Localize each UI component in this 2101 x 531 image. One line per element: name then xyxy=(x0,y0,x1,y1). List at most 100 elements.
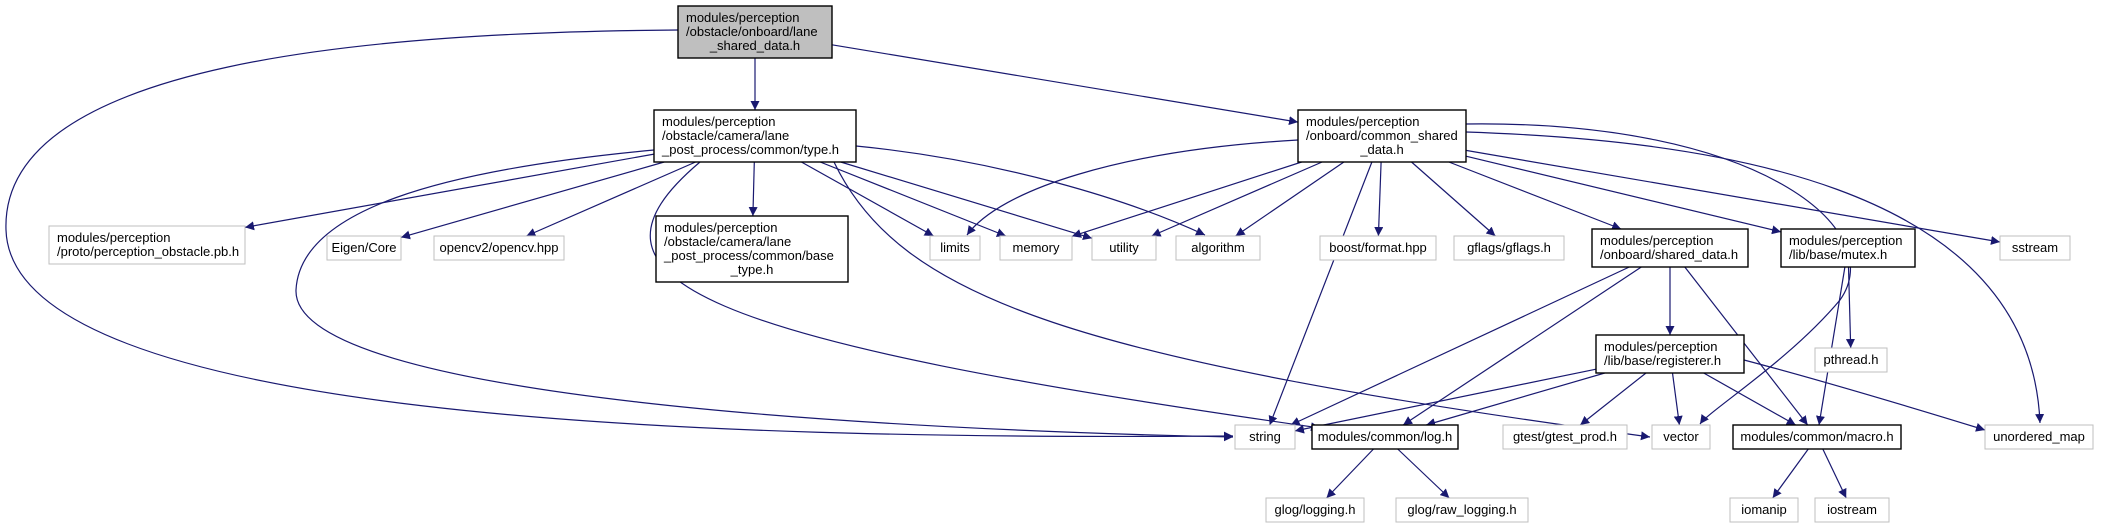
node-box xyxy=(1814,497,1890,523)
node-base-type-h[interactable]: modules/perception/obstacle/camera/lane _… xyxy=(655,215,849,283)
edge-common-shared-data-h-to-onboard-shared-data-h xyxy=(1448,161,1622,230)
edge-lib-base-mutex-h-to-pthread-h xyxy=(1845,266,1855,349)
node-label-line: _shared_data.h xyxy=(709,38,800,53)
node-lane-common-type-h[interactable]: modules/perception/obstacle/camera/lane_… xyxy=(653,109,857,163)
node-box xyxy=(48,225,246,265)
node-label-line: modules/perception xyxy=(662,114,775,129)
node-label-line: gtest/gtest_prod.h xyxy=(1513,429,1617,444)
node-label-line: modules/perception xyxy=(1306,114,1419,129)
edge-common-log-h-to-glog-logging-h xyxy=(1326,448,1374,499)
node-label-line: vector xyxy=(1663,429,1699,444)
node-box xyxy=(1780,228,1916,268)
node-glog-logging-h: glog/logging.h xyxy=(1265,497,1365,523)
node-lib-base-mutex-h[interactable]: modules/perception/lib/base/mutex.h xyxy=(1780,228,1916,268)
edge-common-shared-data-h-to-vector xyxy=(1465,123,1851,425)
node-label-line: modules/perception xyxy=(57,230,170,245)
node-label-line: /obstacle/camera/lane xyxy=(664,234,791,249)
edge-common-shared-data-h-to-utility xyxy=(1151,161,1323,237)
node-label-line: _type.h xyxy=(730,262,774,277)
edge-lane-common-type-h-to-common-log-h xyxy=(649,161,1321,432)
node-box xyxy=(1814,347,1888,373)
node-box xyxy=(1311,424,1459,450)
node-common-log-h[interactable]: modules/common/log.h xyxy=(1311,424,1459,450)
node-iomanip: iomanip xyxy=(1729,497,1799,523)
node-label-line: glog/raw_logging.h xyxy=(1407,502,1516,517)
edge-lane-shared-data-h-to-string xyxy=(5,29,1234,441)
edge-lane-common-type-h-to-algorithm xyxy=(855,145,1206,236)
edge-registerer-h-to-vector xyxy=(1671,372,1683,426)
edge-onboard-shared-data-h-to-common-macro-h xyxy=(1684,266,1809,426)
node-common-shared-data-h[interactable]: modules/perception/onboard/common_shared… xyxy=(1297,109,1467,163)
node-vector: vector xyxy=(1651,424,1711,450)
node-label-line: modules/perception xyxy=(664,220,777,235)
node-gflags-h: gflags/gflags.h xyxy=(1453,235,1565,261)
edge-common-macro-h-to-iomanip xyxy=(1772,448,1809,499)
edge-common-shared-data-h-to-limits xyxy=(966,139,1299,236)
node-label-line: iomanip xyxy=(1741,502,1787,517)
node-onboard-shared-data-h[interactable]: modules/perception/onboard/shared_data.h xyxy=(1591,228,1749,268)
node-box xyxy=(999,235,1073,261)
edge-lane-common-type-h-to-memory xyxy=(819,161,1007,237)
node-label-line: pthread.h xyxy=(1824,352,1879,367)
node-box xyxy=(1319,235,1437,261)
node-label-line: _data.h xyxy=(1359,142,1403,157)
node-label-line: algorithm xyxy=(1191,240,1244,255)
edges-layer xyxy=(5,29,2045,499)
node-label-line: modules/perception xyxy=(1789,233,1902,248)
node-label-line: gflags/gflags.h xyxy=(1467,240,1551,255)
node-box xyxy=(1297,109,1467,163)
node-utility: utility xyxy=(1091,235,1157,261)
edge-lane-common-type-h-to-limits xyxy=(801,161,934,237)
node-box xyxy=(1591,228,1749,268)
edge-common-shared-data-h-to-boost-format-hpp xyxy=(1374,161,1384,237)
node-box xyxy=(1984,424,2094,450)
node-label-line: memory xyxy=(1013,240,1060,255)
edge-lane-shared-data-h-to-common-shared-data-h xyxy=(831,44,1299,126)
edge-common-shared-data-h-to-string xyxy=(1268,161,1373,426)
edge-lib-base-mutex-h-to-common-macro-h xyxy=(1816,266,1846,426)
edge-lane-common-type-h-to-perception-obstacle-pb-h xyxy=(244,153,655,231)
node-label-line: utility xyxy=(1109,240,1139,255)
edge-lane-common-type-h-to-string xyxy=(295,149,1234,442)
node-box xyxy=(1999,235,2071,261)
node-common-macro-h[interactable]: modules/common/macro.h xyxy=(1732,424,1902,450)
edge-common-shared-data-h-to-unordered-map xyxy=(1465,131,2045,424)
node-label-line: limits xyxy=(940,240,970,255)
edge-common-shared-data-h-to-memory xyxy=(1071,161,1302,238)
node-label-line: modules/perception xyxy=(686,10,799,25)
node-lane-shared-data-h[interactable]: modules/perception/obstacle/onboard/lane… xyxy=(677,5,833,59)
edge-lane-common-type-h-to-opencv-hpp xyxy=(526,161,696,237)
node-box xyxy=(1651,424,1711,450)
node-perception-obstacle-pb-h: modules/perception/proto/perception_obst… xyxy=(48,225,246,265)
node-box xyxy=(1595,334,1745,374)
node-label-line: string xyxy=(1249,429,1281,444)
node-label-line: /onboard/common_shared xyxy=(1306,128,1458,143)
node-label-line: /lib/base/mutex.h xyxy=(1789,247,1887,262)
node-algorithm: algorithm xyxy=(1175,235,1261,261)
node-label-line: /obstacle/camera/lane xyxy=(662,128,789,143)
node-memory: memory xyxy=(999,235,1073,261)
node-box xyxy=(1502,424,1628,450)
node-box xyxy=(1265,497,1365,523)
node-string: string xyxy=(1234,424,1296,450)
node-label-line: /lib/base/registerer.h xyxy=(1604,353,1721,368)
node-registerer-h[interactable]: modules/perception/lib/base/registerer.h xyxy=(1595,334,1745,374)
node-pthread-h: pthread.h xyxy=(1814,347,1888,373)
node-box xyxy=(1453,235,1565,261)
edge-registerer-h-to-common-log-h xyxy=(1426,372,1605,427)
node-label-line: modules/common/log.h xyxy=(1318,429,1452,444)
node-box xyxy=(326,235,402,261)
node-label-line: Eigen/Core xyxy=(331,240,396,255)
node-box xyxy=(433,235,565,261)
node-limits: limits xyxy=(929,235,981,261)
edge-common-shared-data-h-to-algorithm xyxy=(1235,161,1345,237)
node-unordered-map: unordered_map xyxy=(1984,424,2094,450)
node-gtest-prod-h: gtest/gtest_prod.h xyxy=(1502,424,1628,450)
node-label-line: sstream xyxy=(2012,240,2058,255)
node-label-line: _post_process/common/type.h xyxy=(661,142,839,157)
node-label-line: /obstacle/onboard/lane xyxy=(686,24,818,39)
node-eigen-core: Eigen/Core xyxy=(326,235,402,261)
edge-lane-common-type-h-to-eigen-core xyxy=(400,161,665,240)
node-box xyxy=(1175,235,1261,261)
node-box xyxy=(1234,424,1296,450)
